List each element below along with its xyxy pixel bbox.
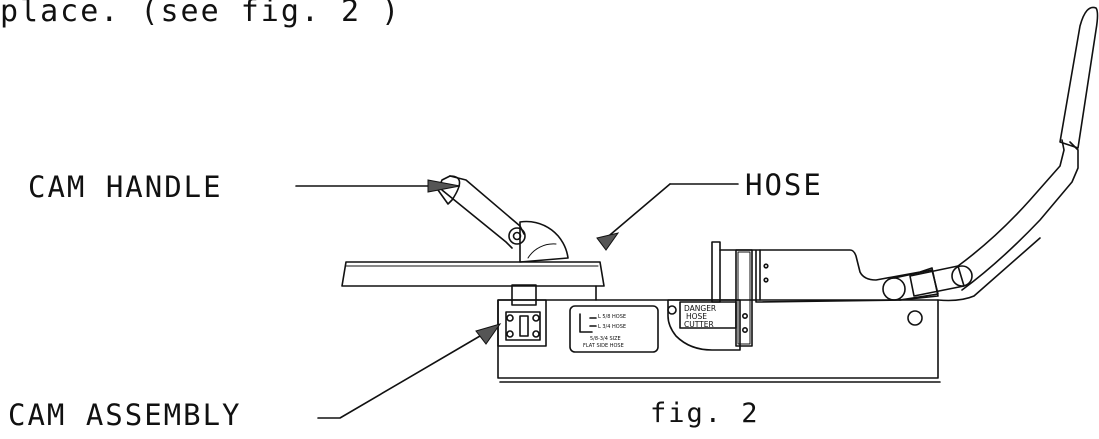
hose-arrowhead [596,232,620,251]
cam-assembly-arrowhead [475,323,502,345]
linkage-roller [882,277,906,301]
hose-tube [341,261,605,287]
danger-plate [667,299,741,351]
figure-label: fig. 2 [650,398,760,429]
cam-assembly-block [497,299,547,347]
plate-line-2: L 3/4 HOSE [598,324,626,330]
cam-assembly-leader [317,335,481,419]
base-pivot [907,310,923,326]
cam-assembly-label: CAM ASSEMBLY [8,398,242,432]
plate-line-3: 5/8-3/4 SIZE [590,336,621,342]
caption-text: place. (see fig. 2 ) [0,0,402,29]
cam-handle-pivot [508,227,526,245]
warning-line-2: HOSE [686,312,707,321]
cam-handle-arrowhead [427,179,461,193]
size-plate [569,305,659,353]
operating-handle [961,141,1079,291]
cam-handle-label: CAM HANDLE [28,170,223,204]
plate-line-1: L 5/8 HOSE [598,314,626,320]
warning-line-1: DANGER [684,304,716,313]
hose-label: HOSE [745,168,823,202]
base-body [497,299,939,379]
cam-wheel [519,220,569,263]
warning-line-3: CUTTER [684,320,714,329]
cutter-blade-plate [711,241,721,303]
handle-grip [1059,6,1099,149]
plate-line-4: FLAT SIDE HOSE [583,343,624,349]
linkage-rod [909,265,965,297]
cutter-housing [719,249,939,303]
